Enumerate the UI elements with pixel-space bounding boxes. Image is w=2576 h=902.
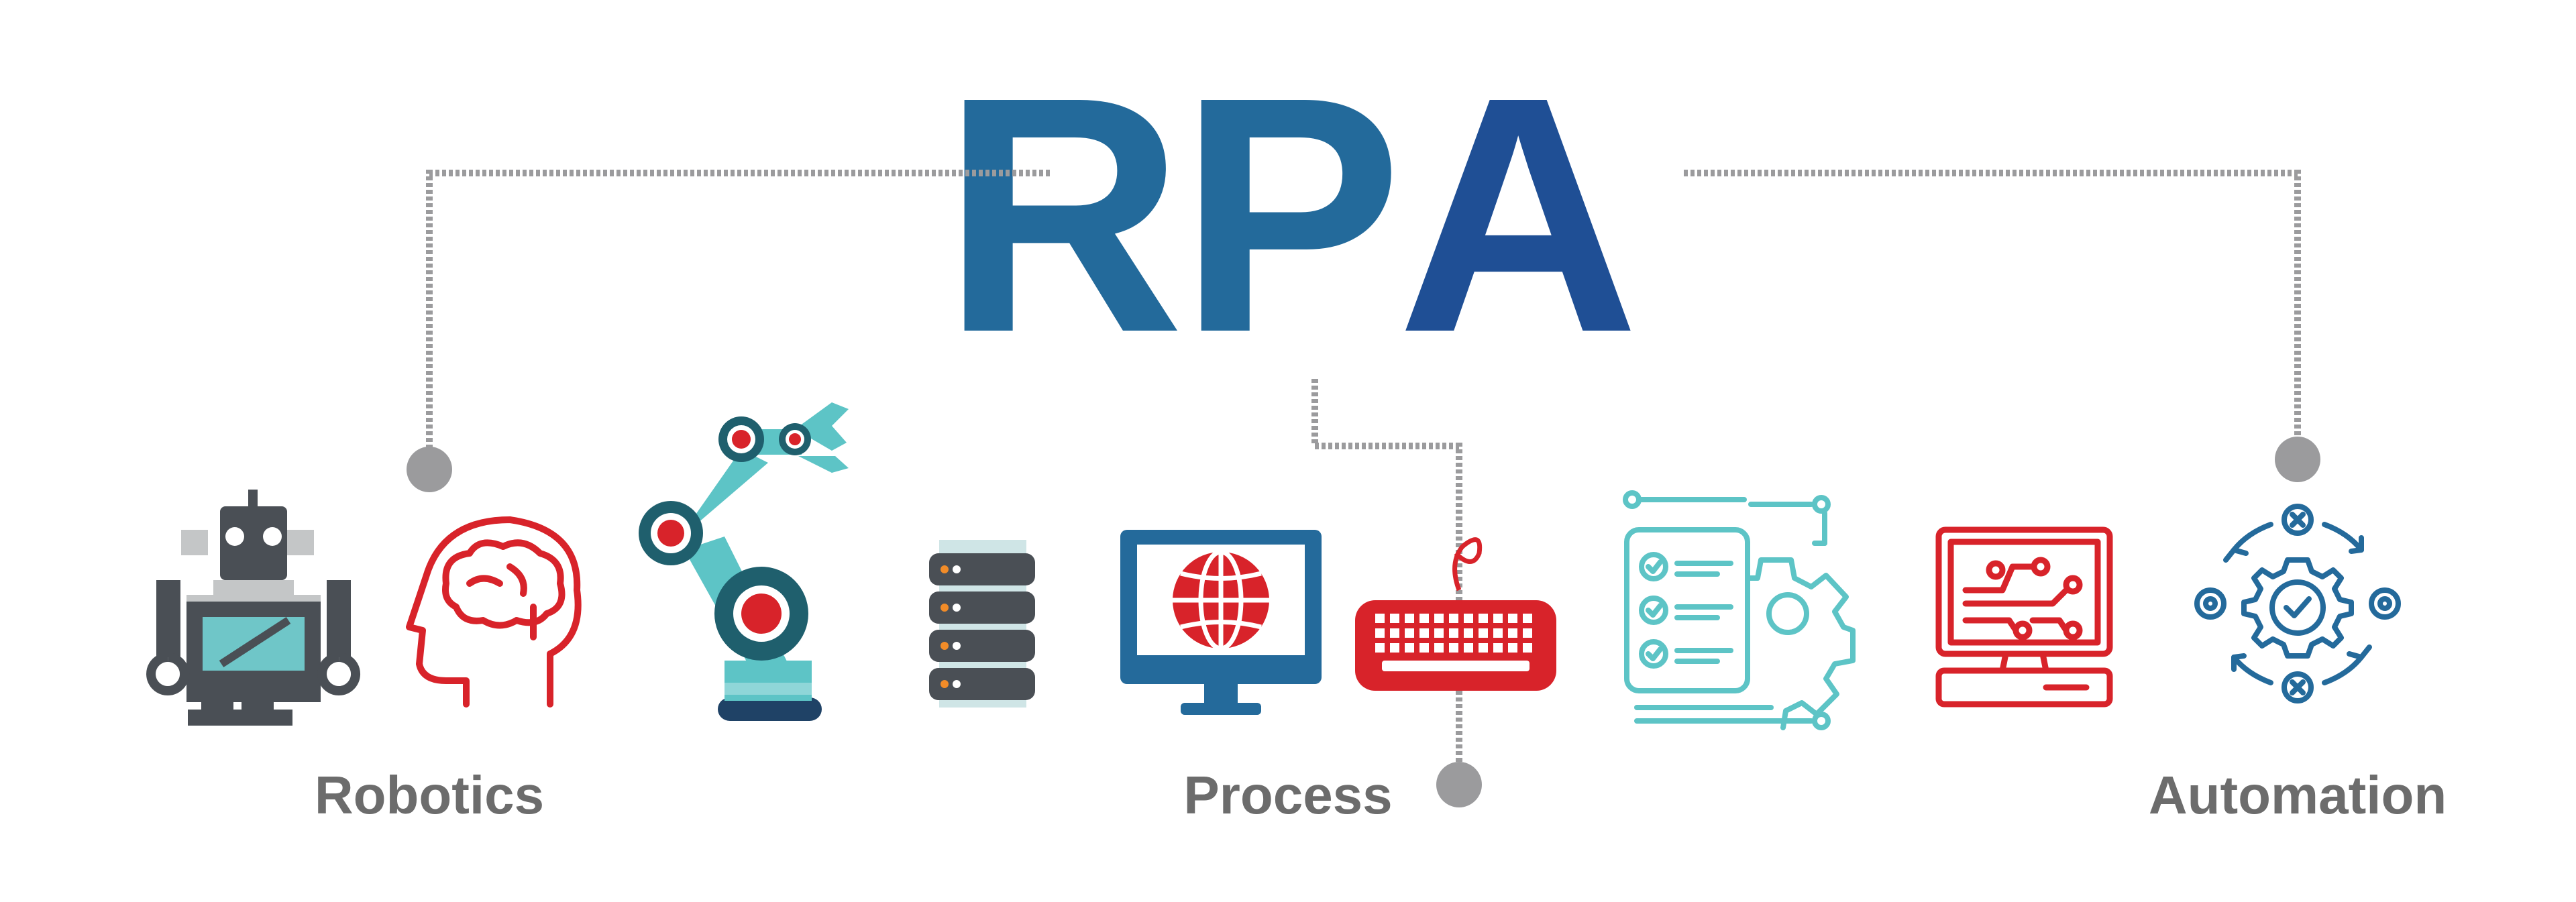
keyboard-key: [1419, 628, 1429, 638]
title-letter-r: R: [942, 27, 1184, 402]
label-process: Process: [1183, 765, 1393, 825]
keyboard-key: [1493, 614, 1503, 623]
connector-automation: [1684, 170, 2301, 456]
computer-circuit-icon: [1935, 526, 2113, 708]
keyboard-key: [1434, 628, 1444, 638]
label-automation: Automation: [2148, 765, 2447, 825]
checklist-gear-icon: [1623, 490, 1856, 730]
connector-robotics: [426, 170, 1050, 463]
keyboard-key: [1405, 643, 1414, 653]
keyboard-key: [1390, 643, 1399, 653]
keyboard-key: [1405, 628, 1414, 638]
keyboard-icon: [1355, 537, 1556, 691]
keyboard-key: [1479, 628, 1488, 638]
keyboard-key: [1493, 643, 1503, 653]
connector-dot-process: [1436, 762, 1482, 807]
keyboard-key: [1479, 614, 1488, 623]
label-robotics: Robotics: [314, 765, 545, 825]
robotic-arm-icon: [639, 402, 849, 721]
keyboard-key: [1464, 643, 1473, 653]
keyboard-key: [1434, 643, 1444, 653]
keyboard-key: [1464, 628, 1473, 638]
connector-dot-automation: [2275, 437, 2320, 482]
connector-dot-robotics: [407, 447, 452, 492]
keyboard-key: [1419, 614, 1429, 623]
brain-head-icon: [406, 516, 582, 708]
keyboard-key: [1419, 643, 1429, 653]
keyboard-key: [1493, 628, 1503, 638]
keyboard-key: [1523, 628, 1532, 638]
keyboard-key: [1375, 643, 1385, 653]
robot-icon: [146, 490, 360, 726]
keyboard-key: [1508, 628, 1517, 638]
keyboard-key: [1449, 628, 1458, 638]
keyboard-key: [1434, 614, 1444, 623]
title-letter-p: P: [1179, 27, 1402, 402]
connector-lines: [426, 170, 2301, 771]
keyboard-key: [1390, 628, 1399, 638]
keyboard-key: [1390, 614, 1399, 623]
rpa-title: RPA: [0, 47, 2576, 382]
keyboard-key: [1479, 643, 1488, 653]
keyboard-key: [1523, 643, 1532, 653]
keyboard-key: [1508, 614, 1517, 623]
keyboard-key: [1449, 614, 1458, 623]
keyboard-key: [1375, 628, 1385, 638]
title-letter-a: A: [1397, 27, 1640, 402]
keyboard-key: [1449, 643, 1458, 653]
automation-cycle-icon: [2194, 504, 2401, 703]
server-rack-icon: [929, 540, 1035, 708]
keyboard-key: [1375, 614, 1385, 623]
keyboard-key: [1508, 643, 1517, 653]
keyboard-key: [1464, 614, 1473, 623]
monitor-globe-icon: [1120, 530, 1322, 715]
keyboard-key: [1405, 614, 1414, 623]
keyboard-key: [1523, 614, 1532, 623]
connector-process: [1311, 379, 1462, 771]
